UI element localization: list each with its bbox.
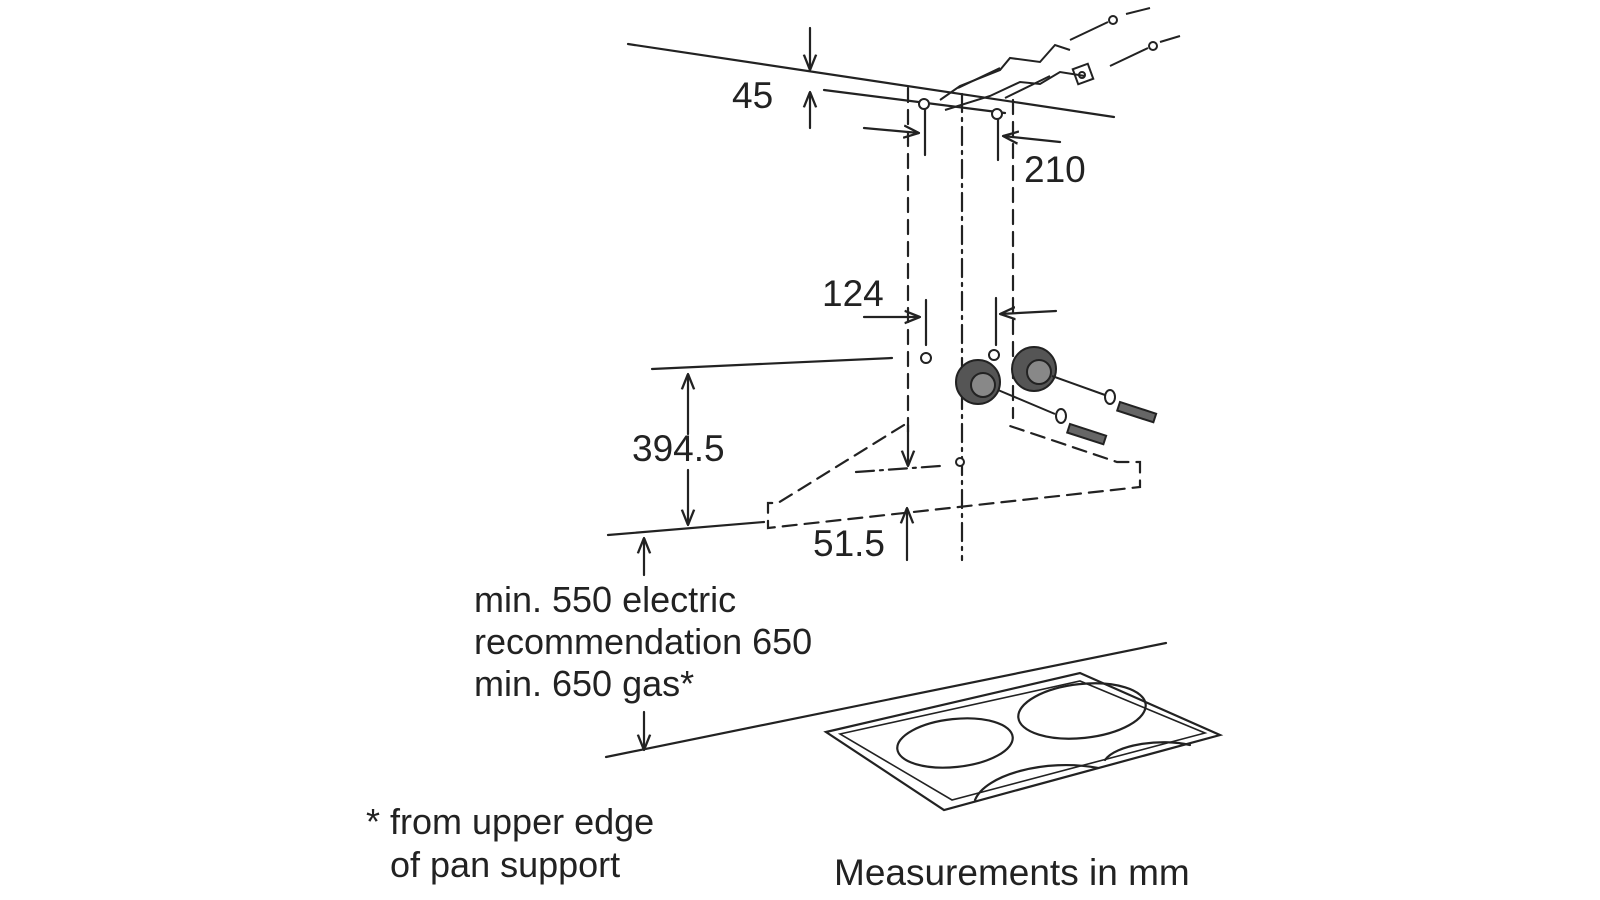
wall-plug-icon — [997, 375, 1158, 446]
min-height-note: min. 550 electric recommendation 650 min… — [474, 579, 812, 705]
cooktop-back-line — [604, 641, 1168, 759]
lower-left-hole — [920, 352, 932, 364]
cooktop-icon — [823, 671, 1224, 812]
hood-inner-line — [854, 464, 942, 474]
dim-label-210: 210 — [1024, 149, 1086, 190]
wall-screw-icon — [957, 7, 1181, 99]
upper-left-hole — [918, 98, 930, 110]
fixing-points — [918, 98, 1003, 467]
ceiling-line — [626, 42, 1116, 119]
dim-210-arrow-left — [862, 128, 921, 133]
min-height-note-line1: min. 550 electric — [474, 579, 737, 620]
footnote-line1: * from upper edge — [366, 801, 655, 842]
lower-hole-line — [650, 356, 894, 371]
dim-label-51-5: 51.5 — [813, 523, 885, 564]
footnote: * from upper edge of pan support — [366, 800, 654, 886]
dim-124-arrow-right — [998, 311, 1058, 314]
min-height-note-line2: recommendation 650 — [474, 621, 813, 662]
dim-label-45: 45 — [732, 75, 773, 116]
hood-bottom-line — [606, 520, 766, 537]
upper-right-hole — [991, 108, 1003, 120]
hood-center-hole — [955, 457, 965, 467]
dim-label-124: 124 — [822, 273, 884, 314]
min-height-note-line3: min. 650 gas* — [474, 663, 695, 704]
footnote-line2: of pan support — [390, 844, 621, 885]
motor-housing-icon — [955, 346, 1057, 405]
dim-label-394-5: 394.5 — [632, 428, 725, 469]
units-caption: Measurements in mm — [834, 852, 1190, 893]
lower-right-hole — [988, 349, 1000, 361]
upper-hole-line — [822, 88, 1007, 115]
dim-210-arrow-right — [1001, 136, 1062, 142]
hood-canopy-outline — [766, 423, 1142, 530]
